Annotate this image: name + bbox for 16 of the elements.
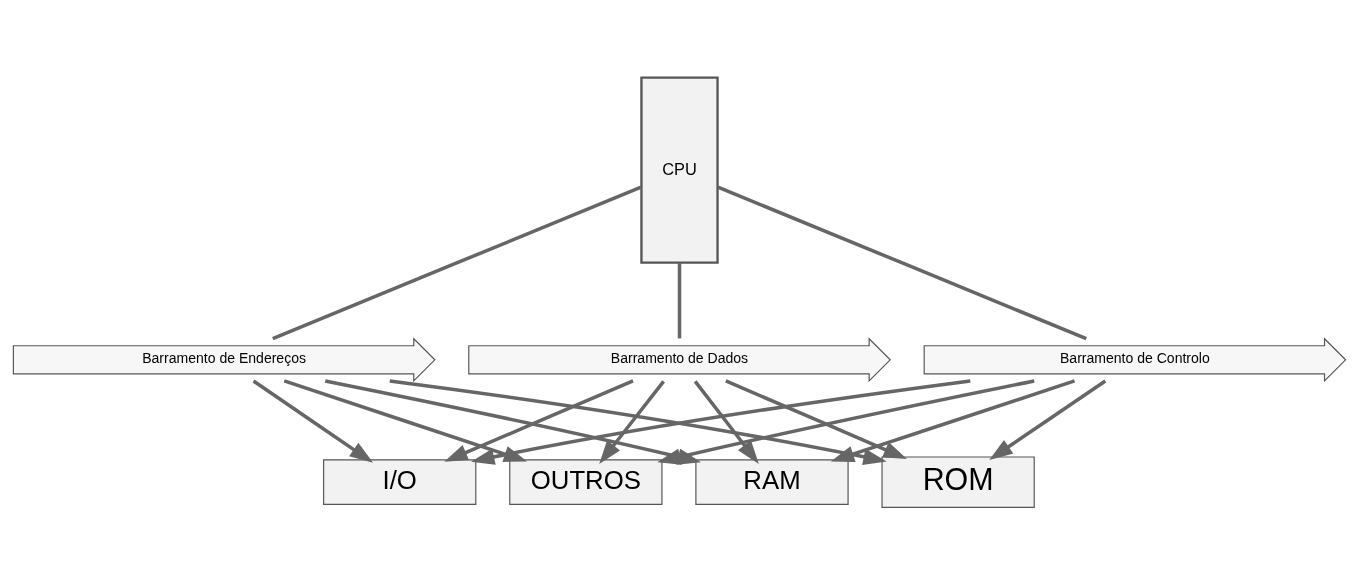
arrow xyxy=(693,380,759,464)
arrow xyxy=(599,380,665,464)
arrow xyxy=(830,379,1076,462)
arrow xyxy=(989,379,1107,460)
node-box: ROM xyxy=(881,456,1035,508)
node-box: RAM xyxy=(695,459,849,505)
connector xyxy=(272,185,642,341)
arrow xyxy=(252,379,374,463)
node-box: CPU xyxy=(640,76,719,264)
node-box: I/O xyxy=(323,459,477,505)
node-box: OUTROS xyxy=(509,459,663,505)
arrow xyxy=(283,379,528,462)
arrow xyxy=(725,379,907,459)
arrow xyxy=(444,379,634,462)
connector xyxy=(717,185,1087,341)
connector xyxy=(677,262,682,339)
